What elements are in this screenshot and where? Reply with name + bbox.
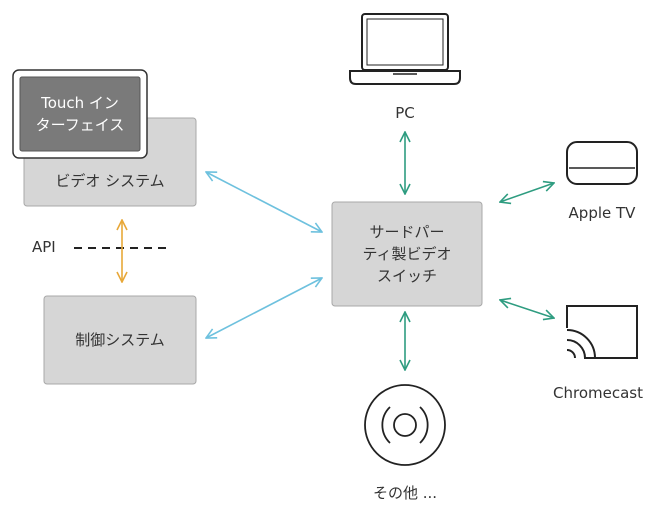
apple-tv-label: Apple TV bbox=[568, 204, 636, 222]
touch-panel-screen bbox=[19, 76, 141, 152]
chromecast-icon bbox=[562, 305, 638, 362]
disc-icon bbox=[364, 384, 446, 466]
switcher-label-line1: サードパー bbox=[369, 223, 445, 241]
pc-label: PC bbox=[395, 104, 415, 122]
api-label: API bbox=[32, 238, 56, 256]
video-switcher-arrow bbox=[206, 172, 322, 232]
control-switcher-arrow bbox=[206, 278, 322, 338]
video-system-label: ビデオ システム bbox=[55, 172, 165, 190]
control-system-box bbox=[43, 295, 197, 385]
switcher-label: サードパー ティ製ビデオ スイッチ bbox=[332, 202, 482, 306]
apple-tv-icon bbox=[566, 141, 638, 185]
switcher-appletv-arrow bbox=[500, 183, 554, 202]
switcher-label-line3: スイッチ bbox=[376, 267, 437, 285]
touch-panel-label-line1: Touch イン bbox=[41, 94, 119, 112]
switcher-label-line2: ティ製ビデオ bbox=[362, 245, 452, 263]
switcher-box bbox=[331, 201, 483, 307]
control-system-label: 制御システム bbox=[75, 331, 165, 349]
laptop-icon bbox=[349, 13, 461, 85]
touch-panel-label-line2: ターフェイス bbox=[35, 116, 125, 134]
other-label: その他 ... bbox=[372, 484, 438, 502]
chromecast-label: Chromecast bbox=[553, 384, 643, 402]
switcher-chromecast-arrow bbox=[500, 300, 554, 318]
touch-panel-label: Touch イン ターフェイス bbox=[20, 92, 140, 136]
